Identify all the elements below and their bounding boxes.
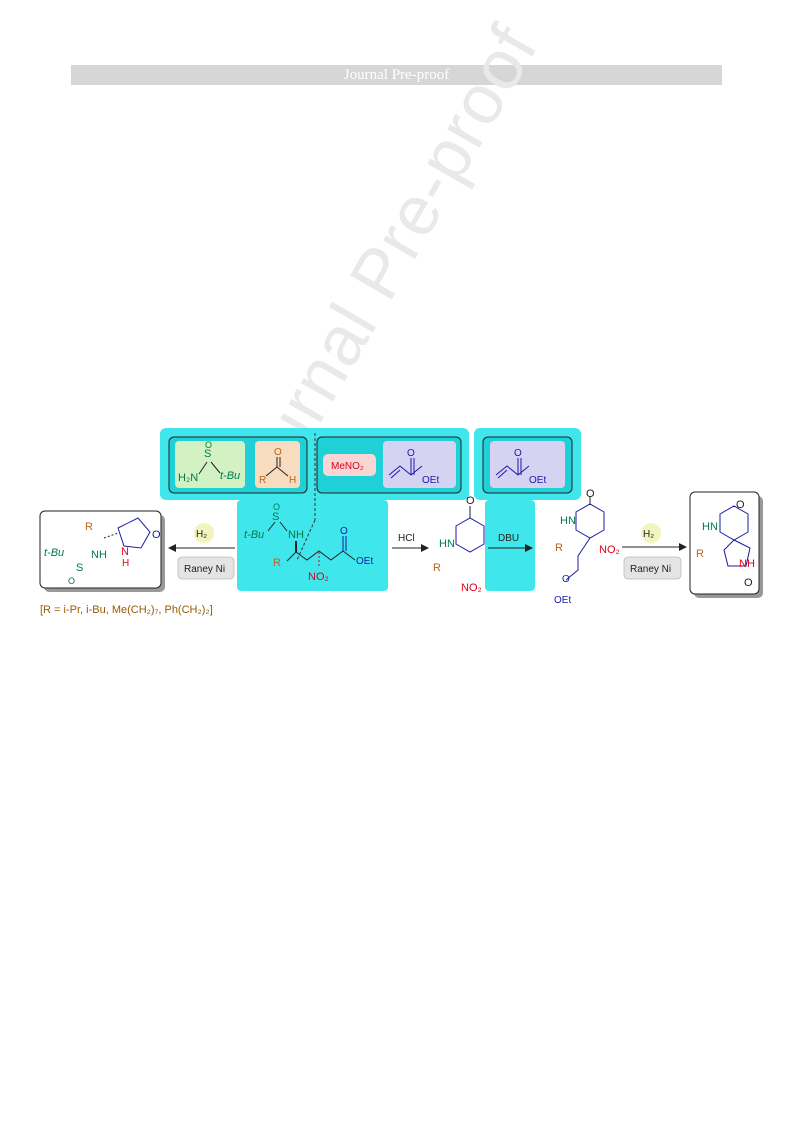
sulfinamide-tbu: t-Bu [220,470,240,482]
h2-bubble-left [194,523,214,543]
acrylate-2-oet: OEt [529,475,546,486]
spiro-o2: O [744,577,753,589]
spiro-r: R [696,548,704,560]
product-left-o: O [68,576,75,586]
intermediate-o: O [273,502,280,512]
sulfinamide-s: S [204,448,211,460]
intermediate-no2: NO₂ [308,571,329,583]
reagent-dbu: DBU [498,533,519,544]
acrylate-box-2 [490,441,565,488]
raney-ni-box-right [623,556,682,580]
intermediate-nh: NH [288,529,304,541]
sulfinamide-o: O [205,440,212,450]
journal-header-title: Journal Pre-proof [343,67,450,83]
h2-bubble-right [641,523,661,543]
intermediate-ester-oet: OEt [356,556,373,567]
intermediate-ester-o: O [340,526,348,537]
acrylate-2-o: O [514,448,522,459]
acrylate-1-o: O [407,448,415,459]
right-raney-ni: Raney Ni [630,564,671,575]
product-left-lactam-o: O [152,529,161,541]
cyan-panel-right-stem [485,500,535,591]
piperidinone-r: R [433,562,441,574]
spiro-product-box [689,491,760,595]
reagent-hcl: HCl [398,533,415,544]
product-left-box [39,510,162,589]
michael-o: O [586,488,595,500]
piperidinone-no2: NO₂ [461,582,482,594]
spiro-nh: NH [739,558,755,570]
product-left-n: N [121,546,129,558]
product-left-s: S [76,562,83,574]
spiro-o1: O [736,499,745,511]
product-left-r: R [85,521,93,533]
michael-oet: OEt [554,595,571,606]
nitromethane-box [323,454,376,476]
sulfinamide-box [175,441,245,488]
sulfinamide-h2n: H₂N [178,472,198,484]
intermediate-s: S [272,511,279,523]
product-left-tbu: t-Bu [44,547,64,559]
right-h2: H₂ [643,529,654,540]
raney-ni-box-left [177,556,235,580]
product-left-h: H [122,558,129,569]
aldehyde-h: H [289,475,296,486]
nitromethane: MeNO₂ [331,461,364,472]
piperidinone-o: O [466,495,475,507]
michael-no2: NO₂ [599,544,620,556]
intermediate-tbu: t-Bu [244,529,264,541]
intermediate-r: R [273,557,281,569]
michael-r: R [555,542,563,554]
left-raney-ni: Raney Ni [184,564,225,575]
michael-hn: HN [560,515,576,527]
aldehyde-o: O [274,447,282,458]
spiro-hn: HN [702,521,718,533]
product-left-nh: NH [91,549,107,561]
aldehyde-r: R [259,475,266,486]
piperidinone-hn: HN [439,538,455,550]
r-group-footnote: [R = i-Pr, i-Bu, Me(CH₂)₇, Ph(CH₂)₂] [40,604,213,616]
journal-header-bar: Journal Pre-proof [71,65,722,85]
michael-ester-o: O [562,574,570,585]
acrylate-1-oet: OEt [422,475,439,486]
acrylate-box-1 [383,441,456,488]
left-h2: H₂ [196,529,207,540]
